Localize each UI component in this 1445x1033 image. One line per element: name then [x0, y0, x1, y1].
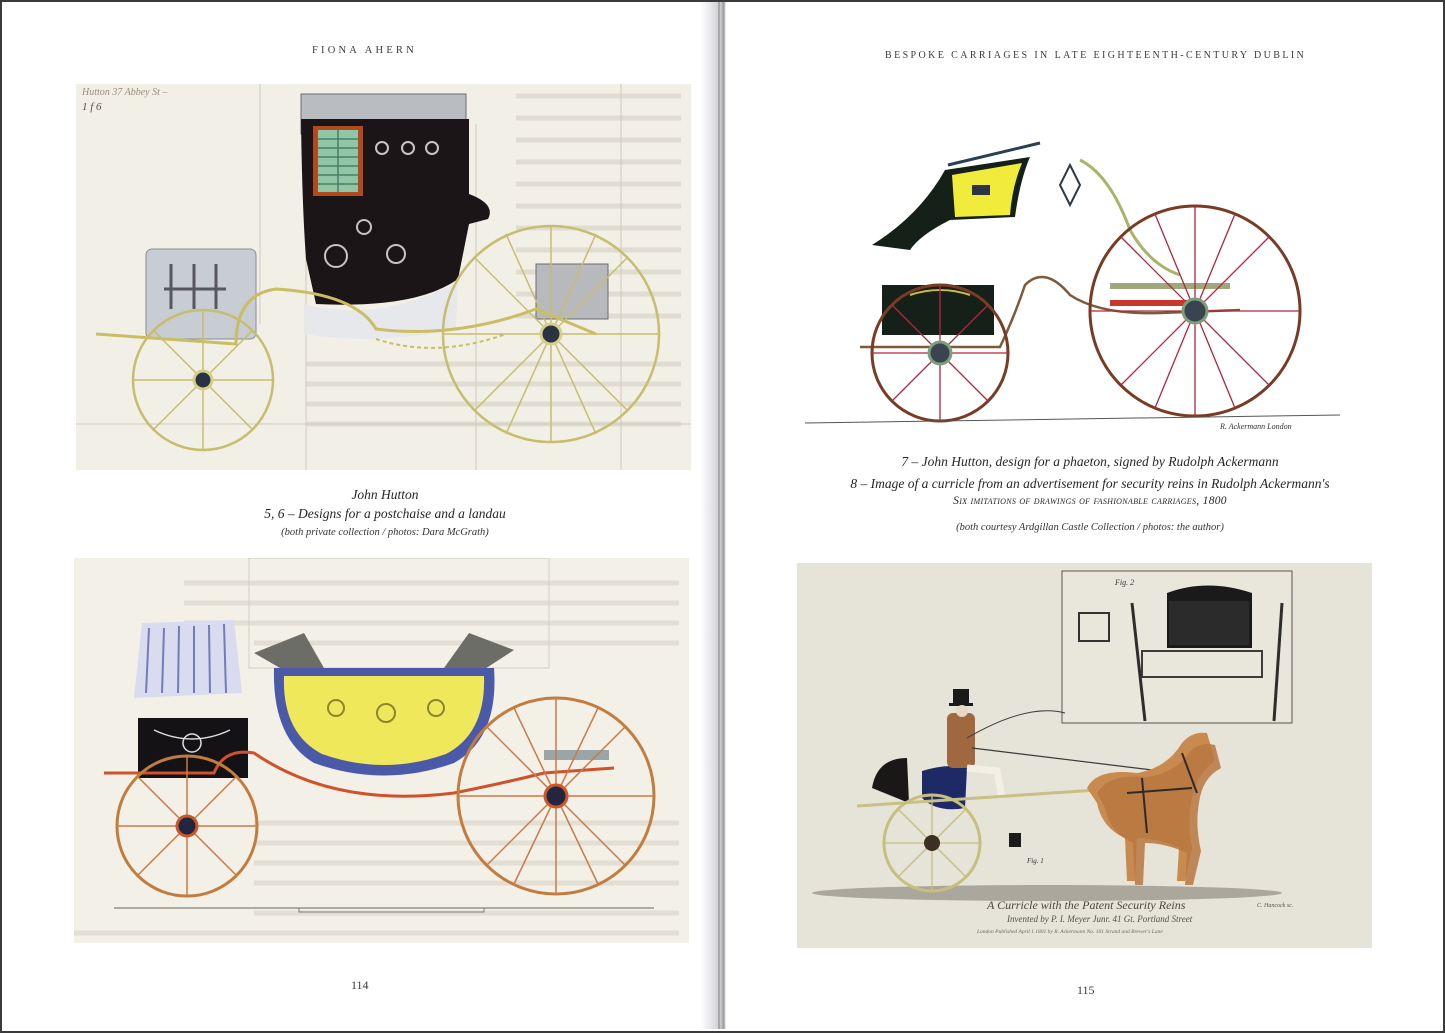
figure-8-curricle-image: Fig. 2 Fig. 1	[797, 563, 1372, 948]
figure-5-6-caption: John Hutton 5, 6 – Designs for a postcha…	[130, 485, 640, 541]
caption-credit: (both courtesy Ardgillan Castle Collecti…	[956, 522, 1224, 533]
engraving-subtitle: Invented by P. I. Meyer Junr. 41 Gt. Por…	[1006, 914, 1193, 924]
ackermann-signature: R. Ackermann London	[1219, 422, 1292, 431]
caption-author: John Hutton	[351, 487, 419, 502]
running-head-right: Bespoke carriages in late eighteenth-cen…	[885, 50, 1307, 61]
caption-figure-7: 7 – John Hutton, design for a phaeton, s…	[901, 454, 1279, 469]
plate-annotation: Hutton 37 Abbey St –	[81, 87, 168, 98]
figure-5-postchaise-image: Hutton 37 Abbey St – 1 f 6	[76, 84, 691, 470]
figure-6-landau-image	[74, 558, 689, 943]
engraver-credit: C. Hancock sc.	[1257, 903, 1293, 909]
figure-7-phaeton-image: R. Ackermann London	[800, 135, 1340, 435]
caption-figure-8-book-title: Six imitations of drawings of fashionabl…	[953, 495, 1227, 507]
fig-2-label: Fig. 2	[1114, 578, 1134, 587]
caption-credit: (both private collection / photos: Dara …	[281, 527, 489, 538]
page-number-left: 114	[351, 978, 369, 992]
page-edge	[718, 2, 720, 1029]
caption-figure-8: 8 – Image of a curricle from an advertis…	[850, 476, 1330, 491]
fig-1-label: Fig. 1	[1026, 857, 1044, 865]
book-gutter	[700, 2, 726, 1029]
caption-title: 5, 6 – Designs for a postchaise and a la…	[264, 506, 506, 521]
running-head-left: Fiona Ahern	[312, 45, 417, 56]
engraving-imprint: London Published April 1 1801 by R. Acke…	[976, 929, 1163, 935]
plate-number-annotation: 1 f 6	[82, 101, 102, 113]
page-number-right: 115	[1077, 983, 1095, 997]
figure-7-8-caption: 7 – John Hutton, design for a phaeton, s…	[780, 452, 1400, 539]
engraving-title: A Curricle with the Patent Security Rein…	[986, 898, 1186, 912]
